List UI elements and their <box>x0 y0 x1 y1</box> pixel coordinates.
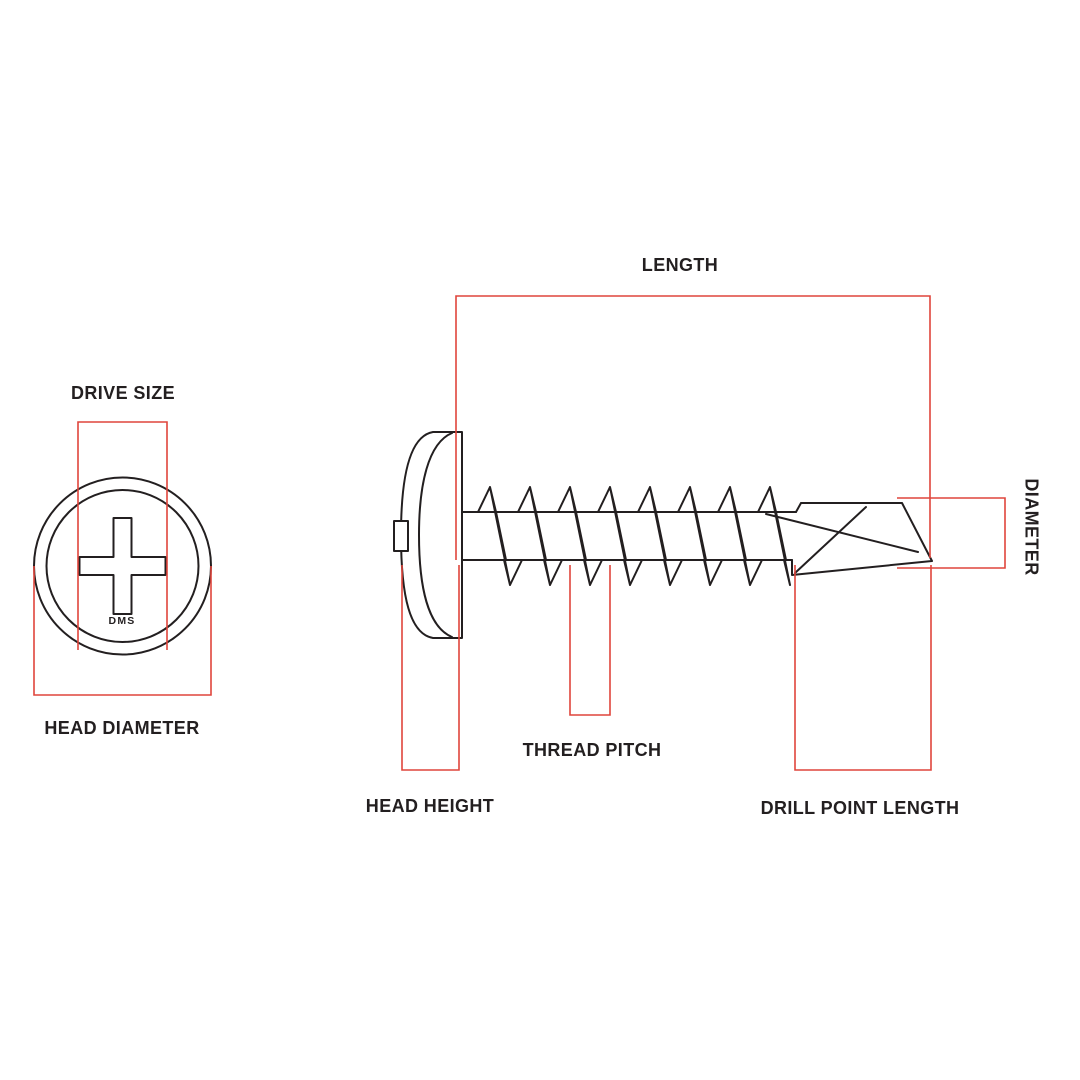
head-diameter-extent-lines <box>33 566 212 696</box>
length-extent-lines <box>455 295 931 560</box>
drill-point <box>765 502 933 576</box>
head-height-extent-lines <box>401 565 460 771</box>
recess-notch <box>393 520 409 552</box>
head-profile-outline <box>400 431 463 639</box>
length-label: LENGTH <box>641 255 719 275</box>
drill-point-length-label: DRILL POINT LENGTH <box>760 798 960 818</box>
screw-head-profile <box>393 431 463 639</box>
head-marking-label: DMS <box>108 615 136 627</box>
screw-head-front-view <box>33 476 212 656</box>
diameter-label: DIAMETER <box>1021 478 1042 576</box>
thread-pitch-label: THREAD PITCH <box>522 740 662 760</box>
drive-size-extent-lines <box>77 421 168 650</box>
drive-size-label: DRIVE SIZE <box>70 383 176 403</box>
head-dome-line <box>418 432 453 638</box>
screw-threads <box>477 486 791 586</box>
thread-pitch-extent-lines <box>569 565 611 716</box>
screw-shank <box>461 511 797 561</box>
diameter-extent-lines <box>897 497 1006 569</box>
head-diameter-label: HEAD DIAMETER <box>44 718 200 738</box>
head-inner-circle <box>45 489 200 643</box>
drill-point-length-extent-lines <box>794 565 932 771</box>
phillips-cross <box>78 517 167 615</box>
head-height-label: HEAD HEIGHT <box>365 796 495 816</box>
